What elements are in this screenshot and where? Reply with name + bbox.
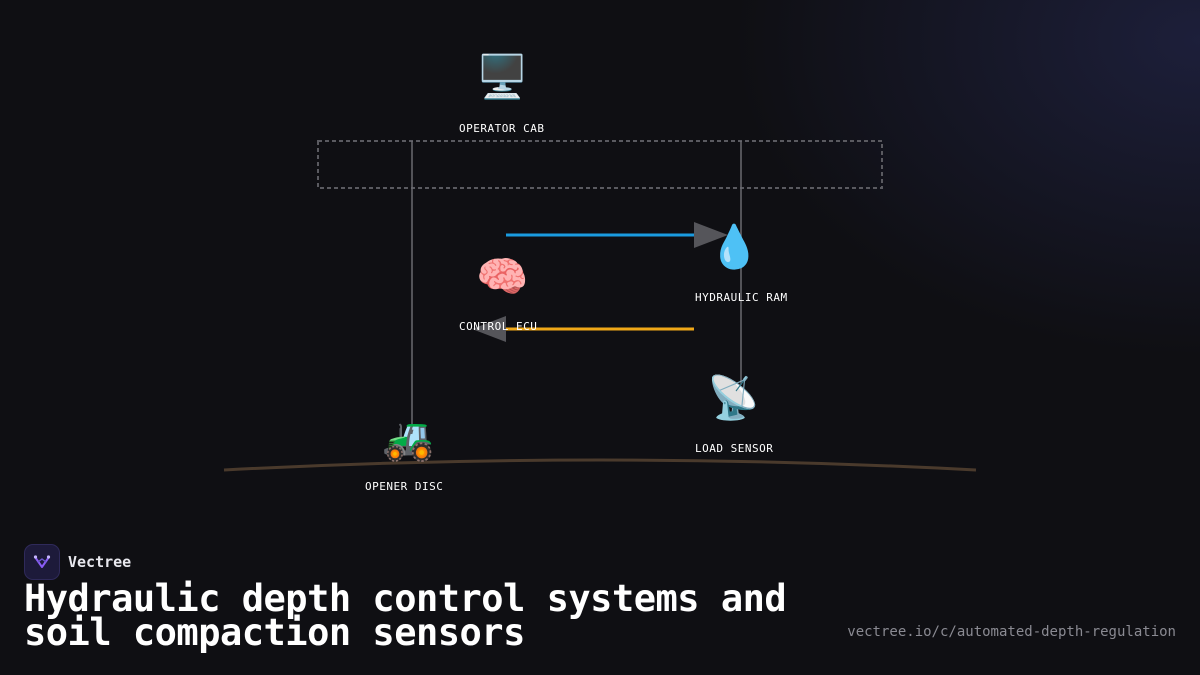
source-url: vectree.io/c/automated-depth-regulation bbox=[847, 624, 1176, 640]
droplet-icon: 💧 bbox=[708, 222, 761, 271]
feedback-arrowhead bbox=[472, 316, 506, 342]
signal-arrowhead bbox=[694, 222, 728, 248]
satellite-dish-icon: 📡 bbox=[707, 373, 760, 422]
node-label: LOAD SENSOR bbox=[695, 442, 774, 455]
tractor-icon: 🚜 bbox=[382, 414, 435, 463]
page-title: Hydraulic depth control systems and soil… bbox=[24, 577, 787, 654]
brand-name: Vectree bbox=[68, 553, 132, 571]
brain-icon: 🧠 bbox=[476, 252, 529, 301]
ground-line bbox=[223, 458, 977, 472]
brand: Vectree bbox=[24, 544, 131, 580]
node-label: OPENER DISC bbox=[365, 480, 444, 493]
vectree-logo-icon bbox=[24, 544, 60, 580]
cab-group-box bbox=[317, 140, 883, 189]
node-label: HYDRAULIC RAM bbox=[695, 291, 788, 304]
node-label: CONTROL ECU bbox=[459, 320, 538, 333]
node-label: OPERATOR CAB bbox=[459, 122, 545, 135]
desktop-computer-icon: 🖥️ bbox=[476, 52, 529, 101]
